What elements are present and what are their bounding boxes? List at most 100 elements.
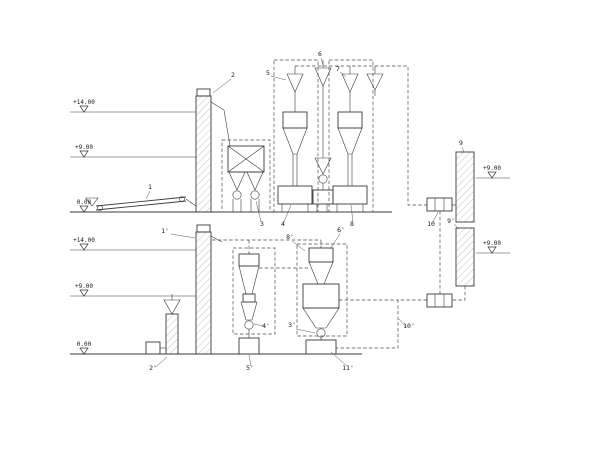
sieve-cross-b [227,145,265,173]
press-11p-body [305,339,337,355]
elevation-label: 0.00 [77,199,92,206]
item-label-2: 2 [231,71,235,79]
fan-body [426,293,453,308]
leader-line [291,240,306,252]
filter-cone-icon [286,73,304,93]
cyclone-cone [337,127,363,155]
item-label-1p: 1' [161,227,169,235]
cyclone-unit-b: 7 8 [332,65,368,228]
receiver-box [312,189,334,205]
item-label-3p: 3' [288,321,296,329]
cyclone-barrel [238,253,260,267]
cyclone-barrel [282,111,308,129]
head-pulley-icon [179,196,185,202]
cyclone-column-3p: 4' 5' [238,253,270,372]
elevation-triangle-icon [79,150,89,158]
elevation-marker-top-0: 0.00 [70,199,392,213]
tail-pulley-icon [97,205,103,211]
item-label-2p: 2' [149,364,157,372]
elevation-triangle-icon [79,243,89,251]
cyclone-cone [308,261,334,285]
airlock-icon [318,174,328,184]
filter-4th [366,66,384,96]
elevation-label: +9.00 [75,283,93,290]
dashed-enclosure-hopper [296,243,348,337]
leader-line [248,354,252,367]
filter-cone-icon [314,67,332,87]
elevation-markers: +14.00 +9.00 0.00 +14.00 +9.00 0.00 [70,99,510,355]
belt-top [95,196,187,207]
bin-body [302,283,340,309]
mill-8-body [332,185,368,205]
item-label-10p: 10' [403,322,415,330]
item-label-8: 8 [350,220,354,228]
filter-cone-icon [341,73,359,93]
dashed-enclosure-sieve [221,139,271,213]
elevation-triangle-icon [79,205,89,213]
elevation-marker-bottom-14: +14.00 [70,237,196,251]
elevation-marker-right-b: +9.00 [476,240,510,254]
pneumatic-duct-lines [212,59,466,349]
item-label-11p: 11' [342,364,354,372]
airlock-icon [232,190,242,200]
fan-box-10p: 10' [398,293,453,330]
discharge-funnel-left [228,171,246,191]
fan-box-10: 10 [426,197,453,228]
discharge-funnel [240,301,258,321]
elevation-marker-bottom-0: 0.00 [70,341,362,355]
machine-5p-body [238,337,260,355]
elevation-marker-top-9: +9.00 [70,144,196,158]
item-label-9p: 9' [447,217,455,225]
leader-line [330,351,348,367]
elevator-leg [195,231,212,355]
leader-line [295,328,316,334]
belt-bottom [95,200,187,211]
hopper-unit-bottom: 6' 8' 3' 11' [286,226,354,372]
cyclone-barrel [308,247,334,263]
duct-vessel9p-to-box10p [452,286,466,301]
sieve-cleaner-3: 3 [227,145,265,228]
leader-line [145,190,151,200]
mill-4-body [277,185,313,205]
item-label-7: 7 [336,65,340,73]
intake-hopper-icon [85,197,99,207]
elevation-triangle-icon [487,171,497,179]
vessel-body [455,151,475,223]
elevator-head [196,88,211,97]
elevator-leg [165,313,179,355]
duct-top-manifold [295,65,427,206]
elevation-triangle-icon [79,289,89,297]
fan-body [426,197,453,212]
bucket-elevator-1p: 1' [161,224,223,355]
item-label-4: 4 [281,220,285,228]
bucket-elevator-2: 2 [195,71,235,213]
discharge-funnel [314,157,332,175]
leader-line [339,71,347,78]
cyclone-cap-icon [163,299,181,315]
filter-column-6: 6 [312,50,334,212]
item-label-9: 9 [459,139,463,147]
dashed-enclosure-unit-a [273,59,319,213]
leader-line [270,75,287,81]
item-label-8p: 8' [286,233,294,241]
discharge-spout [185,198,197,207]
elevation-label: +14.00 [73,237,95,244]
item-label-4p: 4' [262,322,270,330]
airlock-icon [244,320,254,330]
bin-funnel [302,307,340,329]
leader-line [329,233,341,250]
leader-line [283,204,292,223]
elevation-label: +9.00 [483,240,501,247]
leader-line [155,356,168,368]
head-spout [210,101,231,147]
vessel-9p: 9' [447,217,475,287]
vessel-body [455,227,475,287]
item-label-10: 10 [427,220,435,228]
elevation-label: +14.00 [73,99,95,106]
transition-box [242,293,256,303]
small-elevator-2p: 2' [145,294,181,372]
cyclone-cone [282,127,308,155]
item-label-1: 1 [148,183,152,191]
